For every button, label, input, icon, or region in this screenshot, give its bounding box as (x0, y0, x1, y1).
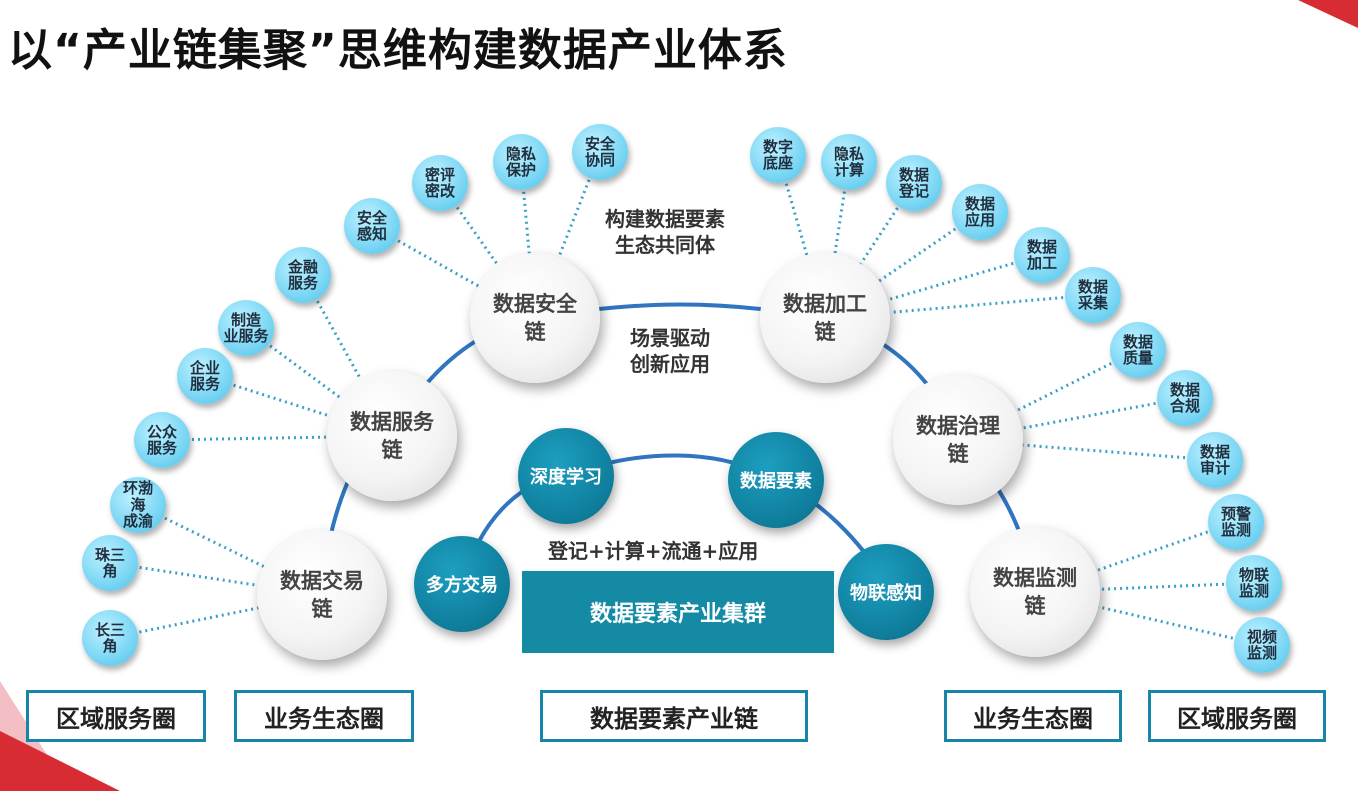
sat-trade-0: 环渤 海 成渝 (110, 477, 166, 533)
node-service-chain: 数据服务 链 (327, 371, 457, 501)
sat-security-1: 密评 密改 (412, 155, 468, 211)
sat-security-3: 安全 协同 (572, 124, 628, 180)
node-processing-chain: 数据加工 链 (760, 253, 890, 383)
sat-security-0: 安全 感知 (344, 198, 400, 254)
cluster-box: 数据要素产业集群 (522, 571, 834, 653)
node-monitor-chain: 数据监测 链 (970, 527, 1100, 657)
node-governance-chain: 数据治理 链 (893, 375, 1023, 505)
connector-sat-security-2 (519, 161, 537, 319)
page-title: 以“产业链集聚”思维构建数据产业体系 (8, 25, 788, 76)
label-biz-left: 业务生态圈 (234, 690, 414, 742)
connector-sat-security-0 (371, 224, 536, 320)
connector-sat-governance-2 (957, 438, 1216, 462)
ecosystem-annotation: 构建数据要素 生态共同体 (605, 207, 725, 257)
connector-sat-service-3 (161, 434, 393, 442)
corner-decoration-top-right (1298, 0, 1358, 28)
node-deep-learning: 深度学习 (518, 428, 614, 524)
sat-service-3: 公众 服务 (134, 412, 190, 468)
sat-monitor-2: 视频 监测 (1234, 617, 1290, 673)
sat-processing-2: 数据 登记 (886, 155, 942, 211)
sat-trade-1: 珠三 角 (82, 535, 138, 591)
connector-sat-service-0 (301, 274, 394, 437)
sat-governance-2: 数据 审计 (1187, 432, 1243, 488)
sat-trade-2: 长三 角 (82, 610, 138, 666)
sat-security-2: 隐私 保护 (493, 134, 549, 190)
sat-monitor-1: 物联 监测 (1226, 555, 1282, 611)
connector-sat-processing-0 (776, 154, 827, 319)
node-trade-chain: 数据交易 链 (257, 530, 387, 660)
connector-sat-trade-0 (137, 503, 323, 597)
sat-processing-0: 数字 底座 (750, 127, 806, 183)
connector-sat-processing-4 (824, 253, 1043, 320)
connector-sat-processing-1 (823, 161, 851, 319)
sat-processing-3: 数据 应用 (952, 184, 1008, 240)
node-data-element: 数据要素 (728, 432, 824, 528)
connector-sat-monitor-1 (1034, 581, 1255, 594)
node-multi-trade: 多方交易 (414, 536, 510, 632)
label-region-right: 区域服务圈 (1148, 690, 1326, 742)
sat-service-2: 企业 服务 (177, 348, 233, 404)
sat-processing-5: 数据 采集 (1065, 267, 1121, 323)
sat-governance-1: 数据 合规 (1157, 370, 1213, 426)
label-chain: 数据要素产业链 (540, 690, 808, 742)
flow-annotation: 登记+计算+流通+应用 (548, 539, 759, 563)
sat-governance-0: 数据 质量 (1110, 322, 1166, 378)
sat-service-0: 金融 服务 (275, 247, 331, 303)
inner-core-arc (460, 453, 888, 586)
node-security-chain: 数据安全 链 (470, 253, 600, 383)
label-region-left: 区域服务圈 (26, 690, 206, 742)
sat-processing-4: 数据 加工 (1014, 227, 1070, 283)
sat-service-1: 制造 业服务 (218, 300, 274, 356)
sat-monitor-0: 预警 监测 (1208, 494, 1264, 550)
sat-processing-1: 隐私 计算 (821, 134, 877, 190)
label-biz-right: 业务生态圈 (944, 690, 1122, 742)
node-iot: 物联感知 (838, 544, 934, 640)
scenario-annotation: 场景驱动 创新应用 (630, 326, 710, 376)
